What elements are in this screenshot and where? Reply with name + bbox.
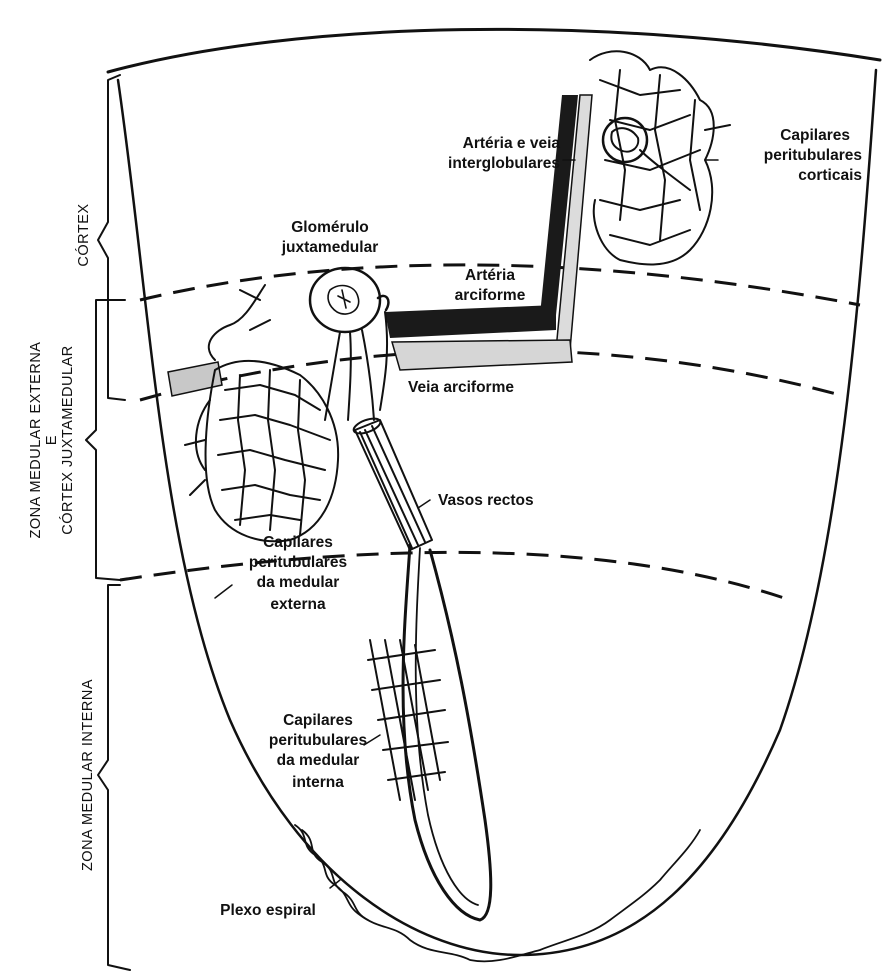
label-glomerulus-line2: juxtamedular bbox=[281, 239, 378, 256]
label-vein-arc: Veia arciforme bbox=[408, 379, 514, 396]
cortical-capillary-network bbox=[590, 51, 730, 264]
label-artery-arc-line2: arciforme bbox=[455, 287, 526, 304]
arcuate-vein bbox=[392, 340, 572, 370]
label-inner-caps-line2: peritubulares bbox=[269, 732, 367, 749]
label-outer-caps-line1: Capilares bbox=[263, 534, 333, 551]
label-inner-caps-line1: Capilares bbox=[283, 712, 353, 729]
label-artery-arc-line1: Artéria bbox=[465, 267, 515, 284]
efferent-vessels bbox=[325, 312, 387, 420]
label-cortical-caps-line3: corticais bbox=[798, 167, 862, 184]
arcuate-artery bbox=[385, 305, 556, 338]
zone-label-outer-line1: ZONA MEDULAR EXTERNA bbox=[28, 342, 44, 539]
zone-label-outer-line2: E bbox=[44, 435, 60, 445]
label-glomerulus-line1: Glomérulo bbox=[291, 219, 369, 236]
label-inner-caps-line3: da medular bbox=[277, 752, 360, 769]
zone-label-outer-medulla: ZONA MEDULAR EXTERNA E CÓRTEX JUXTAMEDUL… bbox=[28, 342, 76, 539]
zone-label-outer-line3: CÓRTEX JUXTAMEDULAR bbox=[59, 345, 76, 534]
outer-medulla-capillary-network bbox=[185, 285, 338, 541]
label-interlobular-line2: interglobulares bbox=[448, 155, 560, 172]
vasa-recta-hairpin bbox=[403, 545, 491, 920]
label-interlobular-line1: Artéria e veia bbox=[463, 135, 561, 152]
label-spiral-plexus: Plexo espiral bbox=[220, 902, 316, 919]
label-outer-caps-line3: da medular bbox=[257, 574, 340, 591]
juxtamedullary-glomerulus bbox=[310, 268, 388, 332]
spiral-plexus bbox=[295, 825, 700, 961]
label-cortical-caps-line2: peritubulares bbox=[764, 147, 862, 164]
zone-label-cortex: CÓRTEX bbox=[75, 203, 92, 266]
label-vasa-recta: Vasos rectos bbox=[438, 492, 534, 509]
vasa-recta-bundle bbox=[352, 416, 432, 550]
label-outer-caps-line2: peritubulares bbox=[249, 554, 347, 571]
label-outer-caps-line4: externa bbox=[270, 596, 326, 613]
zone-label-inner-medulla: ZONA MEDULAR INTERNA bbox=[80, 679, 96, 871]
label-cortical-caps-line1: Capilares bbox=[780, 127, 850, 144]
label-inner-caps-line4: interna bbox=[292, 774, 344, 791]
